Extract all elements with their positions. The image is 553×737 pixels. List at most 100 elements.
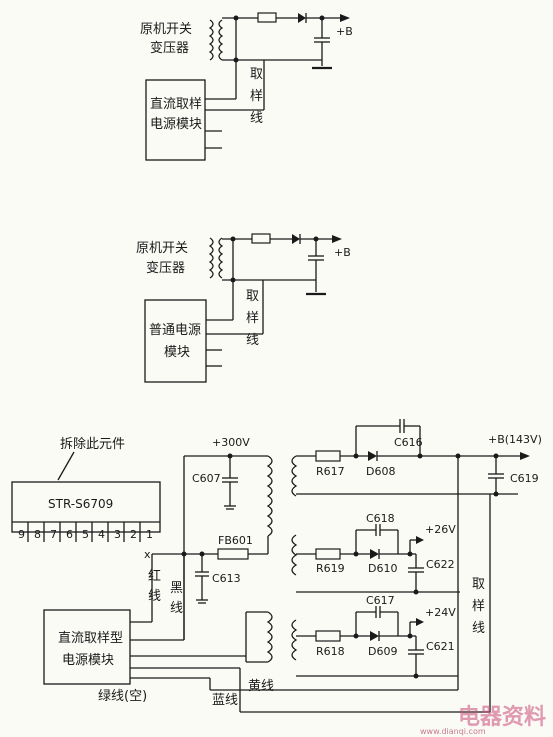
remove-component-note: 拆除此元件 [60,437,125,452]
dc-sampling-module-box [43,609,131,685]
transformer-primary-coil [266,455,273,537]
module-label-line2: 电源模块 [150,117,202,132]
pointer-line [57,451,75,481]
c618-label: C618 [366,512,395,525]
dc-sampling-module-box [145,79,206,161]
d608-diode [368,451,377,461]
c613-label: C613 [212,572,241,585]
r617-label: R617 [316,465,345,478]
output-arrow [340,14,350,22]
transformer-primary-coil [208,237,214,279]
watermark-url: www.dianqi.com [420,727,486,736]
output-arrow [332,235,342,243]
v26-label: +26V [425,523,456,536]
transformer-primary-coil [208,19,214,61]
ic-pin: 4 [98,528,105,541]
ic-pin: 5 [82,528,89,541]
d610-label: D610 [368,562,397,575]
ic-pin: 6 [66,528,73,541]
sense-label-3: 线 [250,111,263,126]
junction-dot [493,491,499,497]
module-label-line2: 模块 [164,345,190,360]
yellow-wire-label: 黄线 [248,679,274,694]
red-wire-label-1: 红 [148,568,161,584]
ic-pin: 8 [34,528,41,541]
diagram-1: 原机开关 变压器 +B 取 样 线 直流取 [140,12,353,161]
r618-resistor [315,630,341,642]
transformer-label-line2: 变压器 [146,260,185,276]
sense-label-1: 取 [250,67,263,82]
watermark-title: 电器资料 [458,704,546,730]
ic-pin: 7 [50,528,57,541]
sense-label-1: 取 [246,289,259,304]
resistor [257,12,277,23]
normal-power-module-box [144,299,207,383]
transformer-feedback-coil [266,611,273,663]
v24-label: +24V [425,606,456,619]
transformer-secondary-coil-26v [291,534,298,576]
ic-pin: 3 [114,528,121,541]
transformer-secondary-coil [218,237,224,279]
r617-resistor [315,450,341,462]
black-wire-label-1: 黑 [170,581,183,596]
module-label-line1: 直流取样型 [58,631,123,646]
fb601-label: FB601 [218,534,253,547]
bplus-label: +B(143V) [488,433,542,446]
junction-dot [407,551,413,557]
c619-label: C619 [510,472,539,485]
resistor [251,233,271,244]
ic-pin: 9 [18,528,25,541]
c622-label: C622 [426,558,455,571]
pin1-cut-mark: x [144,548,151,561]
r619-resistor [315,548,341,560]
transformer-label-line1: 原机开关 [136,241,188,256]
output-arrow [416,536,424,544]
d609-diode [370,631,379,641]
d610-diode [370,549,379,559]
sense-label-2: 样 [246,311,259,326]
c616-label: C616 [394,436,423,449]
transformer-label-line1: 原机开关 [140,22,192,37]
d608-label: D608 [366,465,395,478]
c607-label: C607 [192,472,221,485]
c621-label: C621 [426,640,455,653]
ic-label: STR-S6709 [48,497,113,511]
junction-dot [407,633,413,639]
black-wire-label-2: 线 [170,601,183,616]
sense-label-1: 取 [472,577,485,592]
red-wire-label-2: 线 [148,589,161,604]
diode [292,234,300,244]
green-wire-label: 绿线(空) [98,689,147,704]
ic-pin: 1 [146,528,153,541]
output-arrow [520,452,530,460]
sense-label-2: 样 [472,599,485,614]
diode [298,13,306,23]
r619-label: R619 [316,562,345,575]
junction-dot [413,673,419,679]
fb601-bead [217,548,249,560]
str-s6709-ic [11,481,161,533]
output-label: +B [334,246,351,259]
v300-label: +300V [212,436,250,449]
transformer-label-line2: 变压器 [150,40,189,56]
blue-wire-label: 蓝线 [212,693,238,708]
sense-label-3: 线 [246,333,259,348]
diagram-3: 拆除此元件 STR-S6709 9 8 7 6 5 4 3 2 1 x [11,419,542,713]
ic-pin-row: 9 8 7 6 5 4 3 2 1 [18,522,153,542]
module-label-line1: 直流取样 [150,97,202,112]
transformer-secondary-coil [218,19,224,61]
c617-label: C617 [366,594,395,607]
transformer-secondary-coil-b [291,455,298,497]
diagram-2: 原机开关 变压器 +B 取 样 线 普通电源 模块 [136,233,351,383]
output-arrow [416,618,424,626]
ic-pin: 2 [130,528,137,541]
junction-dot [413,589,419,595]
r618-label: R618 [316,645,345,658]
d609-label: D609 [368,645,397,658]
module-label-line2: 电源模块 [62,653,114,668]
output-label: +B [336,25,353,38]
transformer-secondary-coil-24v [291,619,298,661]
sense-label-2: 样 [250,89,263,104]
